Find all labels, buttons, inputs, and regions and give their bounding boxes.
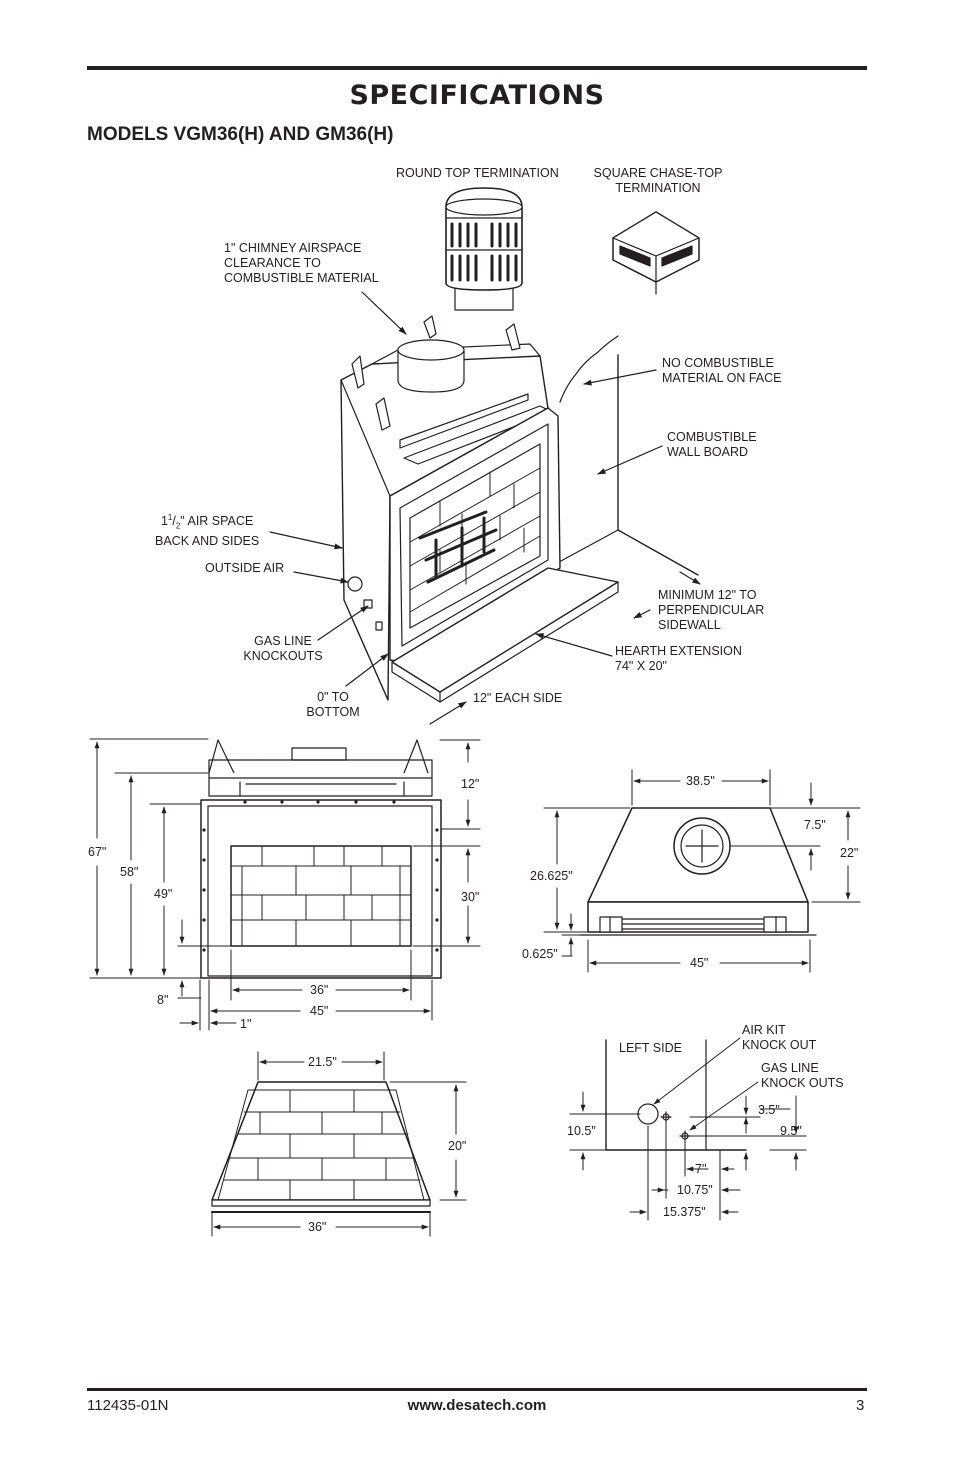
dim-8: 8" — [157, 993, 169, 1007]
left-side-title: LEFT SIDE — [619, 1041, 682, 1055]
air-kit-label: AIR KIT KNOCK OUT — [742, 1023, 817, 1052]
dim-10-75: 10.75" — [677, 1183, 713, 1197]
dim-3-5: 3.5" — [758, 1103, 780, 1117]
dim-9-5: 9.5" — [780, 1124, 802, 1138]
dim-22: 22" — [840, 846, 859, 860]
air-space-fraction-top: 1 — [167, 513, 173, 522]
dim-12: 12" — [461, 777, 480, 791]
dim-0-625: 0.625" — [522, 947, 558, 961]
dim-67: 67" — [88, 845, 107, 859]
dim-15-375: 15.375" — [663, 1205, 706, 1219]
bottom-rule — [87, 1388, 867, 1391]
dim-7-5: 7.5" — [804, 818, 826, 832]
chimney-airspace-label: 1" CHIMNEY AIRSPACE CLEARANCE TO COMBUST… — [224, 241, 379, 285]
fireplace-isometric — [270, 292, 701, 724]
dim-10-5: 10.5" — [567, 1124, 596, 1138]
dim-45: 45" — [310, 1004, 329, 1018]
air-space-fraction-bottom: 2 — [175, 521, 181, 531]
dim-7: 7" — [695, 1162, 707, 1176]
dim-49: 49" — [154, 887, 173, 901]
wall-board-label: COMBUSTIBLE WALL BOARD — [667, 430, 757, 459]
dim-36-firebox: 36" — [308, 1220, 327, 1234]
air-space-text: " AIR SPACE — [180, 514, 254, 529]
each-side-label: 12" EACH SIDE — [473, 691, 563, 705]
round-top-termination — [446, 188, 522, 310]
zero-to-bottom-label: 0" TO BOTTOM — [306, 690, 360, 719]
website-link[interactable]: www.desatech.com — [407, 1397, 547, 1414]
part-number: 112435-01N — [87, 1397, 169, 1414]
round-top-label: ROUND TOP TERMINATION — [396, 166, 559, 180]
air-space-text-2: BACK AND SIDES — [155, 533, 260, 548]
gas-knockouts-label: GAS LINE KNOCKOUTS — [243, 634, 323, 663]
square-chase-top-termination — [613, 212, 699, 294]
dim-36: 36" — [310, 983, 329, 997]
dim-58: 58" — [120, 865, 139, 879]
outside-air-label: OUTSIDE AIR — [205, 561, 285, 575]
dim-1: 1" — [240, 1017, 252, 1031]
page-title: SPECIFICATIONS — [349, 80, 605, 111]
gas-line-label: GAS LINE KNOCK OUTS — [761, 1061, 844, 1090]
left-side-view — [570, 1038, 806, 1220]
page-number: 3 — [856, 1397, 865, 1414]
dim-21-5: 21.5" — [308, 1055, 337, 1069]
dim-26-625: 26.625" — [530, 869, 573, 883]
no-combustible-label: NO COMBUSTIBLE MATERIAL ON FACE — [662, 356, 782, 385]
dim-38-5: 38.5" — [686, 774, 715, 788]
min-sidewall-label: MINIMUM 12" TO PERPENDICULAR SIDEWALL — [658, 588, 765, 632]
top-view — [544, 770, 860, 972]
section-title: MODELS VGM36(H) AND GM36(H) — [87, 124, 394, 145]
front-elevation — [90, 739, 480, 1030]
air-space-whole: 1 — [160, 514, 168, 529]
dim-20: 20" — [448, 1139, 467, 1153]
dim-30: 30" — [461, 890, 480, 904]
hearth-extension-label: HEARTH EXTENSION 74" X 20" — [615, 644, 742, 673]
firebox-plan — [212, 1052, 466, 1236]
top-rule — [87, 66, 867, 70]
dim-45-top: 45" — [690, 956, 709, 970]
square-top-label: SQUARE CHASE-TOP TERMINATION — [593, 166, 723, 195]
